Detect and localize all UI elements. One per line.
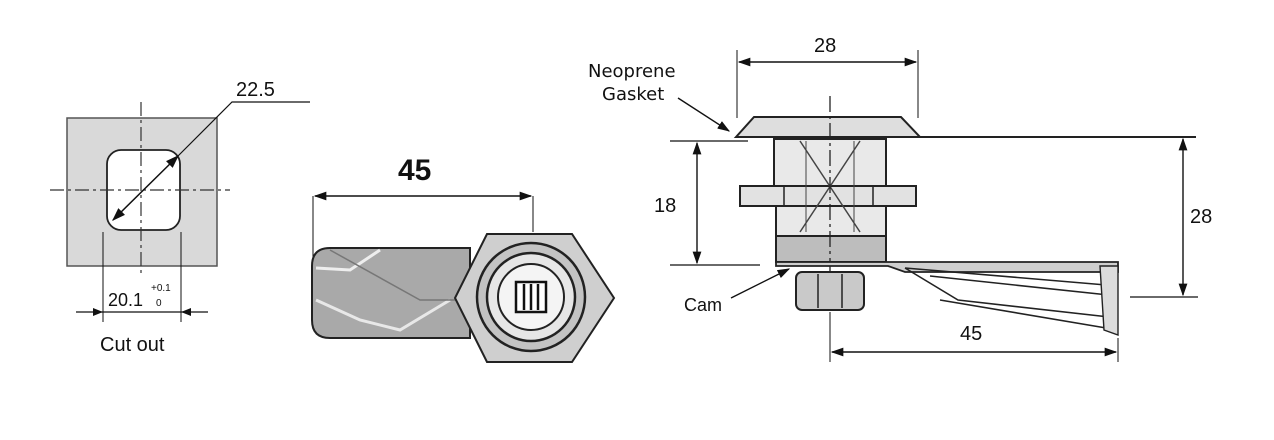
gasket-leader	[677, 97, 731, 132]
cam-retaining-nut	[795, 271, 865, 311]
tolerance-plus: +0.1	[151, 283, 171, 294]
cutout-caption: Cut out	[100, 334, 165, 356]
head-diameter-value: 28	[814, 35, 836, 57]
tolerance-minus: 0	[156, 298, 162, 309]
lock-head-cap	[733, 116, 923, 138]
gasket-label-line1: Neoprene	[588, 61, 676, 82]
cam-leader	[730, 268, 791, 299]
cam-arm	[311, 247, 471, 339]
width-dimension-value: 20.1	[108, 290, 143, 310]
body-height-value: 18	[654, 195, 676, 217]
cam-label: Cam	[684, 295, 722, 315]
cam-plate	[775, 261, 1119, 273]
overall-height-value: 28	[1190, 206, 1212, 228]
cutout-view: 22.5 20.1 +0.1 0 Cut out	[50, 79, 310, 356]
side-cam-length-value: 45	[960, 323, 982, 345]
diagonal-dimension-value: 22.5	[236, 79, 275, 101]
diagonal-leader	[177, 101, 310, 157]
front-cam-length-value: 45	[398, 154, 431, 187]
front-view: 45	[311, 154, 616, 363]
gasket-label-line2: Gasket	[602, 84, 664, 105]
diagonal-dimension-line	[112, 155, 179, 221]
side-view: 28 Neoprene Gasket	[588, 35, 1212, 362]
